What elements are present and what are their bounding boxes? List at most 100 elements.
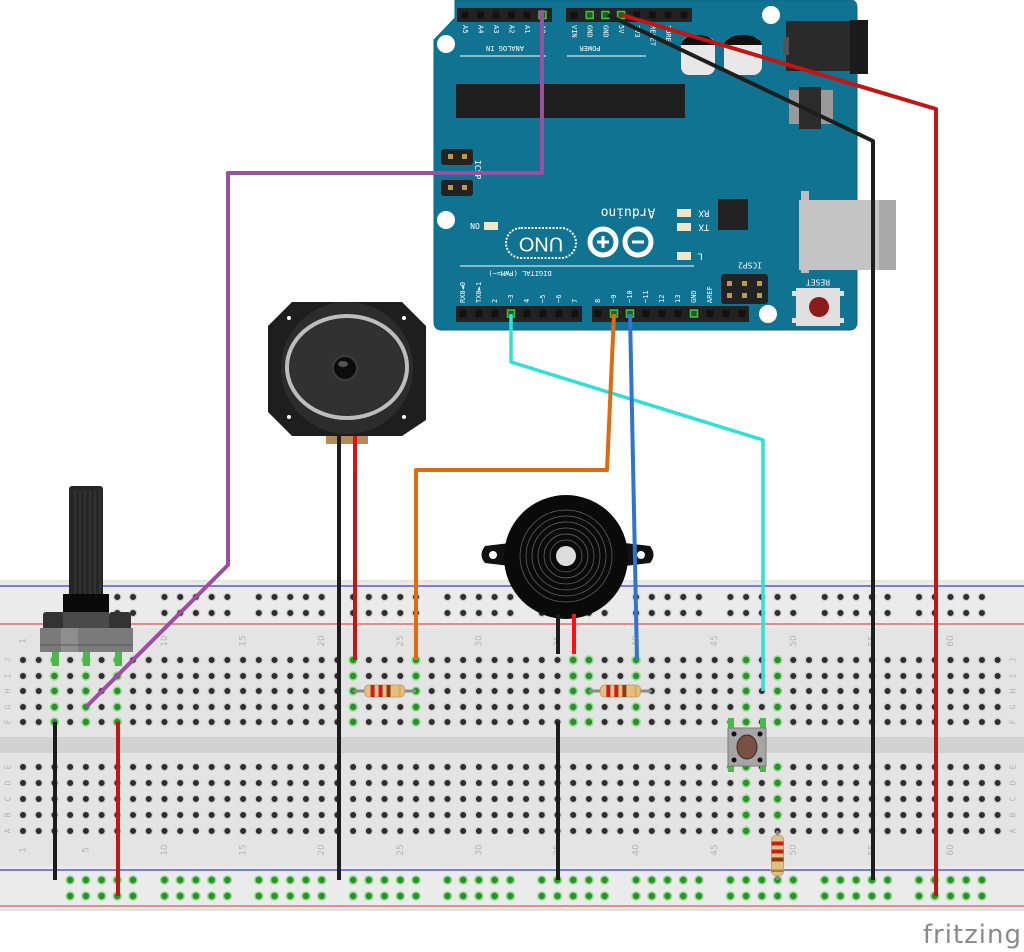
breadboard-hole[interactable] bbox=[175, 826, 185, 836]
breadboard-hole[interactable] bbox=[364, 655, 374, 665]
header-pin[interactable] bbox=[523, 310, 531, 317]
breadboard-hole[interactable] bbox=[348, 702, 358, 712]
rail-hole[interactable] bbox=[379, 875, 390, 885]
breadboard-hole[interactable] bbox=[726, 826, 735, 836]
breadboard-hole[interactable] bbox=[883, 762, 892, 772]
rail-hole[interactable] bbox=[851, 875, 861, 885]
breadboard-hole[interactable] bbox=[647, 794, 657, 804]
breadboard-hole[interactable] bbox=[962, 686, 971, 696]
breadboard-hole[interactable] bbox=[160, 810, 169, 820]
breadboard-hole[interactable] bbox=[694, 778, 704, 788]
wire-orange-pin9[interactable] bbox=[414, 313, 616, 660]
breadboard-hole[interactable] bbox=[301, 717, 311, 727]
breadboard-hole[interactable] bbox=[160, 762, 169, 772]
breadboard-hole[interactable] bbox=[427, 717, 436, 727]
breadboard-hole[interactable] bbox=[694, 794, 704, 804]
rail-hole[interactable] bbox=[914, 592, 924, 602]
rail-hole[interactable] bbox=[851, 592, 861, 602]
rail-hole[interactable] bbox=[301, 875, 311, 885]
breadboard-hole[interactable] bbox=[789, 702, 798, 712]
rail-hole[interactable] bbox=[851, 891, 861, 901]
breadboard-hole[interactable] bbox=[726, 810, 735, 820]
breadboard-hole[interactable] bbox=[553, 686, 562, 696]
rail-hole[interactable] bbox=[254, 608, 263, 618]
rail-hole[interactable] bbox=[458, 875, 468, 885]
breadboard-hole[interactable] bbox=[18, 794, 28, 804]
breadboard-hole[interactable] bbox=[380, 810, 389, 820]
breadboard-hole[interactable] bbox=[286, 655, 295, 665]
breadboard-hole[interactable] bbox=[772, 702, 783, 712]
rail-hole[interactable] bbox=[584, 875, 594, 885]
rail-hole[interactable] bbox=[789, 608, 798, 618]
breadboard-hole[interactable] bbox=[789, 717, 798, 727]
breadboard-hole[interactable] bbox=[600, 762, 609, 772]
rail-hole[interactable] bbox=[552, 891, 563, 901]
breadboard-hole[interactable] bbox=[160, 717, 169, 727]
breadboard-hole[interactable] bbox=[348, 826, 358, 836]
rail-hole[interactable] bbox=[757, 875, 767, 885]
rail-hole[interactable] bbox=[977, 875, 987, 885]
breadboard-hole[interactable] bbox=[851, 762, 861, 772]
breadboard-hole[interactable] bbox=[301, 778, 311, 788]
breadboard-hole[interactable] bbox=[443, 686, 452, 696]
breadboard-hole[interactable] bbox=[34, 717, 43, 727]
breadboard-hole[interactable] bbox=[883, 778, 892, 788]
breadboard-hole[interactable] bbox=[411, 778, 421, 788]
breadboard-hole[interactable] bbox=[851, 671, 861, 681]
breadboard-hole[interactable] bbox=[977, 717, 987, 727]
breadboard-hole[interactable] bbox=[34, 778, 43, 788]
breadboard-hole[interactable] bbox=[427, 794, 436, 804]
breadboard-hole[interactable] bbox=[694, 826, 704, 836]
breadboard-hole[interactable] bbox=[396, 778, 405, 788]
breadboard-hole[interactable] bbox=[631, 826, 641, 836]
breadboard-hole[interactable] bbox=[238, 794, 248, 804]
breadboard-hole[interactable] bbox=[679, 794, 688, 804]
breadboard-hole[interactable] bbox=[128, 686, 138, 696]
header-pin[interactable] bbox=[491, 310, 499, 317]
breadboard-hole[interactable] bbox=[191, 810, 201, 820]
breadboard-hole[interactable] bbox=[458, 810, 468, 820]
breadboard-hole[interactable] bbox=[977, 826, 987, 836]
rail-hole[interactable] bbox=[489, 891, 500, 901]
breadboard-hole[interactable] bbox=[427, 778, 436, 788]
rail-hole[interactable] bbox=[662, 891, 673, 901]
breadboard-hole[interactable] bbox=[144, 826, 153, 836]
rail-hole[interactable] bbox=[128, 592, 138, 602]
breadboard-hole[interactable] bbox=[616, 671, 625, 681]
breadboard-hole[interactable] bbox=[238, 778, 248, 788]
breadboard-hole[interactable] bbox=[569, 794, 578, 804]
rail-hole[interactable] bbox=[506, 592, 515, 602]
breadboard-hole[interactable] bbox=[506, 655, 515, 665]
rail-hole[interactable] bbox=[536, 891, 547, 901]
breadboard-hole[interactable] bbox=[820, 826, 829, 836]
rail-hole[interactable] bbox=[914, 891, 924, 901]
breadboard-hole[interactable] bbox=[474, 778, 484, 788]
breadboard-hole[interactable] bbox=[191, 794, 201, 804]
breadboard-hole[interactable] bbox=[223, 778, 232, 788]
breadboard-hole[interactable] bbox=[317, 762, 326, 772]
breadboard-hole[interactable] bbox=[836, 794, 845, 804]
breadboard-hole[interactable] bbox=[836, 810, 845, 820]
potentiometer[interactable] bbox=[40, 486, 133, 666]
rail-hole[interactable] bbox=[253, 891, 264, 901]
breadboard-hole[interactable] bbox=[348, 810, 358, 820]
breadboard-hole[interactable] bbox=[270, 810, 279, 820]
breadboard-hole[interactable] bbox=[427, 762, 436, 772]
rail-hole[interactable] bbox=[380, 608, 389, 618]
breadboard-hole[interactable] bbox=[710, 778, 719, 788]
breadboard-hole[interactable] bbox=[396, 717, 405, 727]
breadboard-hole[interactable] bbox=[679, 810, 688, 820]
header-pin[interactable] bbox=[658, 310, 666, 317]
rail-hole[interactable] bbox=[647, 592, 657, 602]
breadboard-hole[interactable] bbox=[191, 762, 201, 772]
breadboard-hole[interactable] bbox=[521, 717, 531, 727]
breadboard-hole[interactable] bbox=[396, 762, 405, 772]
breadboard-hole[interactable] bbox=[81, 671, 91, 681]
rail-hole[interactable] bbox=[113, 592, 122, 602]
breadboard-hole[interactable] bbox=[616, 826, 625, 836]
breadboard-hole[interactable] bbox=[286, 671, 295, 681]
breadboard-hole[interactable] bbox=[18, 655, 28, 665]
breadboard-hole[interactable] bbox=[914, 702, 924, 712]
breadboard-hole[interactable] bbox=[710, 794, 719, 804]
breadboard-hole[interactable] bbox=[474, 702, 484, 712]
